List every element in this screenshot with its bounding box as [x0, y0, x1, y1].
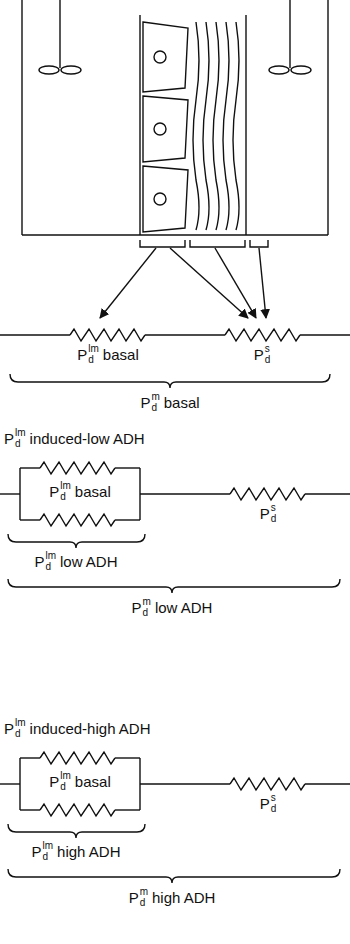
symbol-letter: P — [129, 890, 139, 905]
permeability-label: Plmd induced-high ADH — [4, 718, 151, 739]
subscript: d — [140, 898, 148, 909]
label-suffix: basal — [103, 347, 139, 362]
permeability-label: Pmdbasal — [140, 392, 199, 413]
label-suffix: high ADH — [57, 844, 120, 859]
script-stack: sd — [271, 793, 277, 814]
permeability-label: Plmd low ADH — [34, 551, 117, 572]
permeability-label: Plmdbasal — [49, 771, 110, 792]
label-suffix: low ADH — [155, 600, 213, 615]
subscript: d — [15, 729, 26, 740]
superscript: s — [271, 793, 277, 804]
subscript: d — [151, 403, 159, 414]
symbol-letter: P — [140, 395, 150, 410]
permeability-label: Plmd induced-low ADH — [4, 428, 145, 449]
symbol-letter: P — [49, 484, 59, 499]
script-stack: lmd — [15, 428, 26, 449]
subscript: d — [271, 514, 277, 525]
subscript: d — [271, 804, 277, 815]
superscript: lm — [45, 551, 56, 562]
label-suffix: high ADH — [152, 890, 215, 905]
permeability-label: Plmdbasal — [49, 481, 110, 502]
script-stack: md — [140, 887, 148, 908]
script-stack: lmd — [60, 481, 71, 502]
subscript: d — [15, 439, 26, 450]
subscript: d — [43, 852, 54, 863]
subscript: d — [143, 608, 151, 619]
symbol-letter: P — [132, 600, 142, 615]
superscript: lm — [15, 718, 26, 729]
superscript: lm — [60, 481, 71, 492]
permeability-label: Plmdhigh ADH — [32, 841, 121, 862]
symbol-letter: P — [260, 796, 270, 811]
permeability-label: Psd — [260, 793, 277, 814]
permeability-label: Psd — [260, 503, 277, 524]
superscript: lm — [60, 771, 71, 782]
script-stack: lmd — [43, 841, 54, 862]
script-stack: lmd — [60, 771, 71, 792]
superscript: lm — [15, 428, 26, 439]
symbol-letter: P — [32, 844, 42, 859]
resistor-network — [0, 329, 350, 883]
permeability-label: Pmd low ADH — [132, 597, 213, 618]
subscript: d — [60, 782, 71, 793]
subscript: d — [60, 492, 71, 503]
superscript: lm — [88, 344, 99, 355]
symbol-letter: P — [49, 774, 59, 789]
symbol-letter: P — [4, 721, 14, 736]
symbol-letter: P — [4, 431, 14, 446]
label-suffix: basal — [75, 774, 111, 789]
label-suffix: low ADH — [60, 554, 118, 569]
superscript: m — [143, 597, 151, 608]
superscript: s — [265, 344, 271, 355]
chamber — [22, 0, 328, 318]
script-stack: sd — [271, 503, 277, 524]
script-stack: md — [151, 392, 159, 413]
permeability-label: Pmd high ADH — [129, 887, 216, 908]
label-suffix: induced-low ADH — [30, 431, 145, 446]
superscript: s — [271, 503, 277, 514]
subscript: d — [265, 355, 271, 366]
script-stack: lmd — [88, 344, 99, 365]
superscript: m — [140, 887, 148, 898]
script-stack: lmd — [15, 718, 26, 739]
label-suffix: induced-high ADH — [30, 721, 151, 736]
permeability-label: Plmdbasal — [77, 344, 138, 365]
permeability-label: Psd — [254, 344, 271, 365]
symbol-letter: P — [34, 554, 44, 569]
label-suffix: basal — [75, 484, 111, 499]
symbol-letter: P — [77, 347, 87, 362]
symbol-letter: P — [254, 347, 264, 362]
subscript: d — [88, 355, 99, 366]
script-stack: sd — [265, 344, 271, 365]
subscript: d — [45, 562, 56, 573]
superscript: m — [151, 392, 159, 403]
label-suffix: basal — [164, 395, 200, 410]
script-stack: lmd — [45, 551, 56, 572]
script-stack: md — [143, 597, 151, 618]
superscript: lm — [43, 841, 54, 852]
symbol-letter: P — [260, 506, 270, 521]
